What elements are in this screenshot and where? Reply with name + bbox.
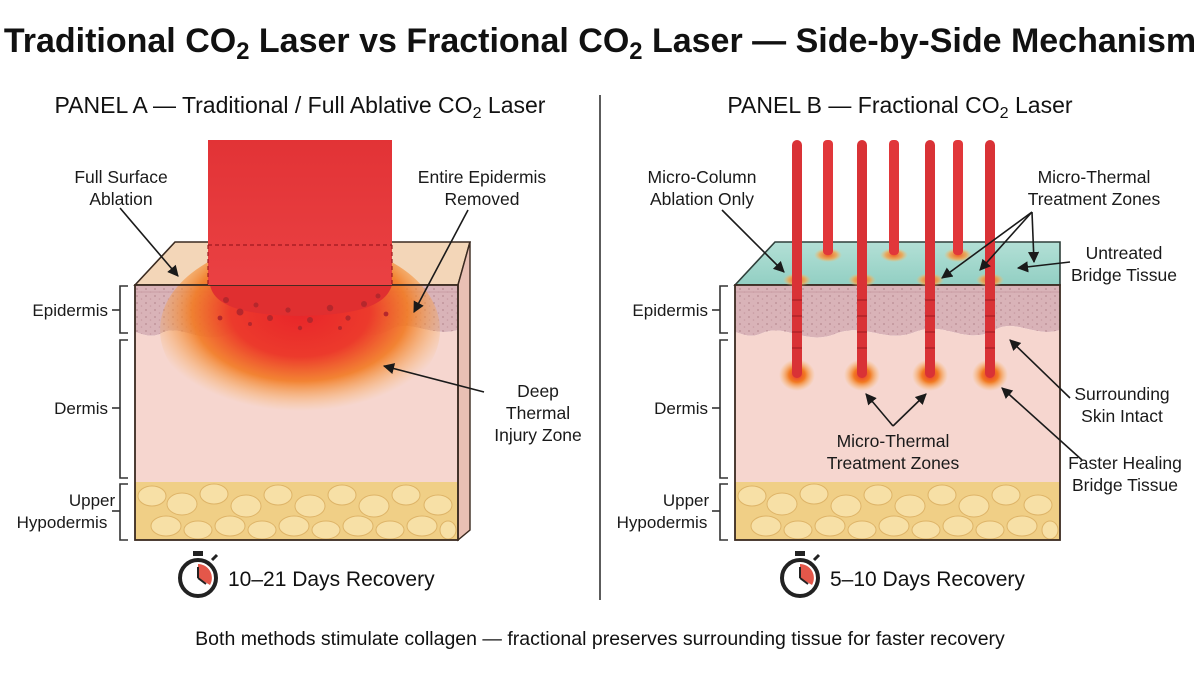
bracket-dermis-b [719,339,728,479]
stopwatch-icon [780,551,821,598]
fat-cells [137,483,457,540]
micro-thermal-columns [779,140,1008,391]
layer-label-dermis: Dermis [54,399,108,418]
laser-micro-beams-back [814,140,972,262]
arrow-mtz-mid-1 [865,393,894,427]
laser-beam-wide [208,140,392,285]
bracket-hypodermis [119,483,128,541]
bracket-dermis [119,339,128,479]
arrow-mtz-mid-2 [892,393,927,427]
panel-b-title: PANEL B — Fractional CO2 Laser [727,92,1072,122]
block-side-face [457,241,471,542]
footer-caption: Both methods stimulate collagen — fracti… [195,628,1005,650]
fat-cells-b [737,483,1059,540]
panel-a-title: PANEL A — Traditional / Full Ablative CO… [55,92,546,122]
bracket-epidermis-b [719,285,728,334]
arrow-full-surface [119,207,179,277]
panel-a-recovery: 10–21 Days Recovery [228,568,435,591]
layer-label-epidermis: Epidermis [32,301,108,320]
stopwatch-icon [178,551,219,598]
arrow-deep-thermal [382,363,485,393]
arrow-surrounding [1009,339,1071,399]
arrow-mtz-top-2 [979,211,1033,271]
panel-b: PANEL B — Fractional CO2 Laser [617,92,1182,598]
layer-label-dermis-b: Dermis [654,399,708,418]
arrow-entire-epidermis [413,209,469,313]
ablation-crater [210,285,392,316]
arrow-mtz-top-3 [1028,211,1040,264]
ablation-debris [217,293,389,331]
main-title: Traditional CO2 Laser vs Fractional CO2 … [4,22,1196,65]
panel-a: PANEL A — Traditional / Full Ablative CO… [17,92,582,598]
bracket-epidermis [119,285,128,334]
layer-label-epidermis-b: Epidermis [632,301,708,320]
arrow-untreated [1016,261,1071,273]
bracket-hypodermis-b [719,483,728,541]
arrow-micro-column [721,209,785,273]
arrow-faster-healing [1001,387,1083,461]
panel-b-tissue-block [733,241,1061,541]
panel-b-recovery: 5–10 Days Recovery [830,568,1025,591]
arrow-mtz-top-1 [941,211,1033,279]
